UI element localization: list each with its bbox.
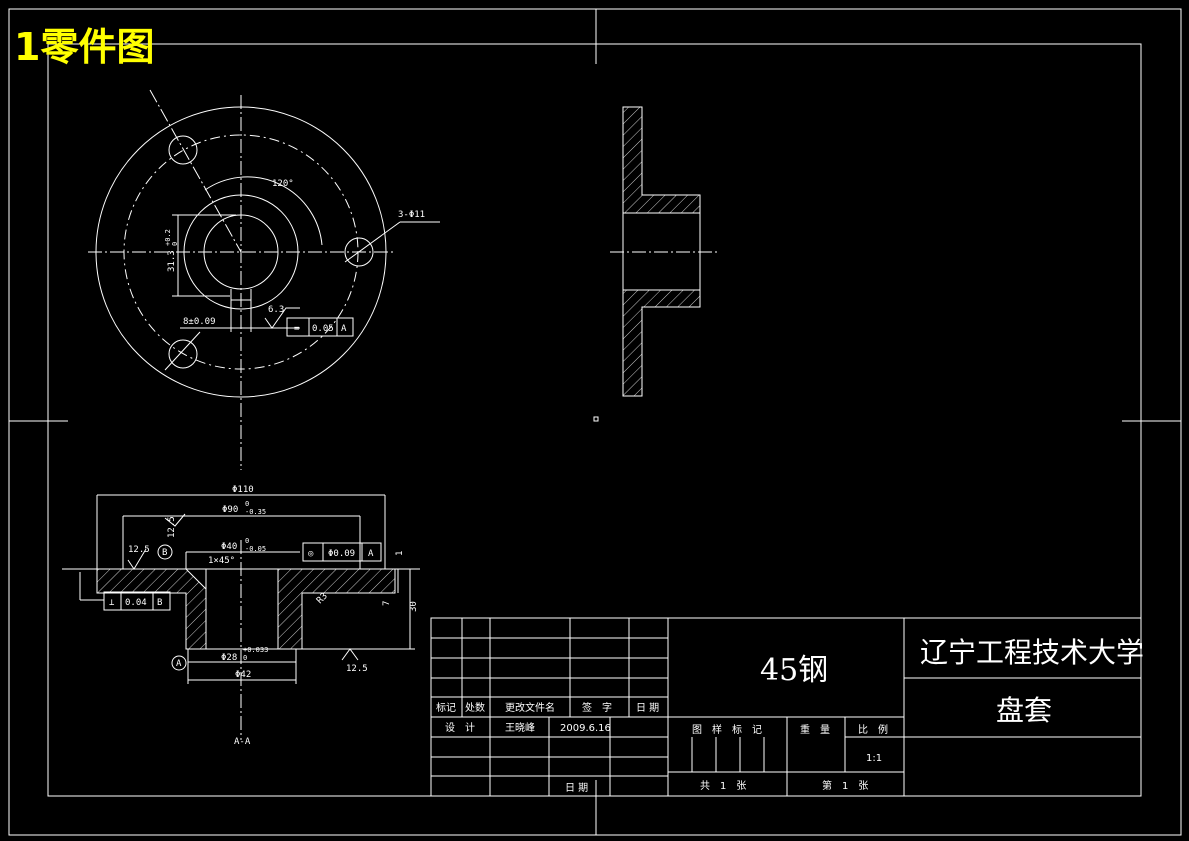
material-label: 45钢 bbox=[760, 653, 828, 688]
datum-a-label: A bbox=[176, 659, 182, 669]
tolerance-value: 0.05 bbox=[312, 324, 334, 334]
rev-header-date: 日 期 bbox=[636, 702, 659, 714]
rev-header-mark: 标记 bbox=[436, 702, 456, 714]
dim-outer-dia: Φ110 bbox=[232, 485, 254, 495]
scale-value: 1:1 bbox=[866, 753, 882, 764]
roughness-fillet: R3 bbox=[315, 591, 330, 606]
title-block bbox=[430, 617, 1142, 797]
section-labels: Φ110 Φ90 0 -0.35 Φ40 0 -0.05 1×45° Φ28 +… bbox=[109, 485, 419, 747]
dim-bore-tol-upper: +0.033 bbox=[243, 646, 268, 654]
sheet-number: 第 1 张 bbox=[822, 779, 868, 792]
perpendicularity-symbol: ⊥ bbox=[109, 598, 115, 608]
concentricity-datum: A bbox=[368, 549, 374, 559]
dim-boss-tol-upper: 0 bbox=[245, 537, 249, 545]
section-label: A-A bbox=[234, 737, 251, 747]
dim-top: 1 bbox=[395, 551, 405, 556]
dim-bore-tol-lower: 0 bbox=[243, 654, 247, 662]
perpendicularity-datum: B bbox=[157, 598, 162, 608]
angle-label: 120° bbox=[272, 179, 294, 189]
dim-flange-thick: 7 bbox=[382, 601, 392, 606]
stage-label: 图 样 标 记 bbox=[692, 723, 762, 736]
dim-bore: Φ28 bbox=[221, 653, 237, 663]
weight-label: 重 量 bbox=[800, 723, 830, 736]
tolerance-symbol: = bbox=[294, 324, 300, 334]
keyway-depth-label: 31.3 bbox=[167, 250, 177, 272]
dim-bolt-circle: Φ90 bbox=[222, 505, 238, 515]
date-label: 日 期 bbox=[565, 782, 588, 794]
section-view bbox=[62, 494, 420, 740]
roughness-bottom: 12.5 bbox=[346, 664, 368, 674]
roughness-label: 6.3 bbox=[268, 305, 284, 315]
side-view bbox=[610, 106, 720, 397]
dim-bolt-circle-tol-lower: -0.35 bbox=[245, 508, 266, 516]
designer-name: 王晓峰 bbox=[505, 722, 535, 734]
holes-label: 3-Φ11 bbox=[398, 210, 425, 220]
concentricity-value: Φ0.09 bbox=[328, 549, 355, 559]
dim-bolt-circle-tol-upper: 0 bbox=[245, 500, 249, 508]
perpendicularity-value: 0.04 bbox=[125, 598, 147, 608]
front-view-labels: 120° 3-Φ11 31.3 +0.2 0 8±0.09 6.3 = 0.05… bbox=[164, 179, 425, 334]
keyway-depth-tol-upper: +0.2 bbox=[164, 229, 172, 246]
rev-header-file: 更改文件名 bbox=[505, 701, 555, 714]
concentricity-symbol: ◎ bbox=[308, 549, 314, 559]
datum-b-label: B bbox=[162, 548, 167, 558]
design-date: 2009.6.16 bbox=[560, 723, 611, 734]
dim-boss-tol-lower: -0.05 bbox=[245, 545, 266, 553]
dim-chamfer: 1×45° bbox=[208, 556, 235, 566]
roughness-top: 12.5 bbox=[167, 516, 177, 538]
front-view bbox=[88, 89, 440, 470]
scale-label: 比 例 bbox=[858, 723, 888, 736]
dim-height: 30 bbox=[409, 601, 419, 612]
keyway-depth-tol-lower: 0 bbox=[171, 242, 179, 246]
total-sheets: 共 1 张 bbox=[700, 780, 746, 792]
roughness-left: 12.5 bbox=[128, 545, 150, 555]
keyway-width-label: 8±0.09 bbox=[183, 317, 216, 327]
page-title: 1零件图 bbox=[14, 25, 154, 69]
design-label: 设 计 bbox=[445, 721, 475, 734]
school-name: 辽宁工程技术大学 bbox=[920, 636, 1144, 669]
part-name: 盘套 bbox=[996, 694, 1052, 727]
dim-flange-dia: Φ42 bbox=[235, 670, 251, 680]
title-block-text: 标记 处数 更改文件名 签 字 日 期 设 计 王晓峰 2009.6.16 日 … bbox=[436, 636, 1144, 794]
tolerance-datum: A bbox=[341, 324, 347, 334]
rev-header-count: 处数 bbox=[465, 701, 485, 714]
rev-header-sign: 签 字 bbox=[582, 701, 612, 714]
dim-boss-dia: Φ40 bbox=[221, 542, 237, 552]
